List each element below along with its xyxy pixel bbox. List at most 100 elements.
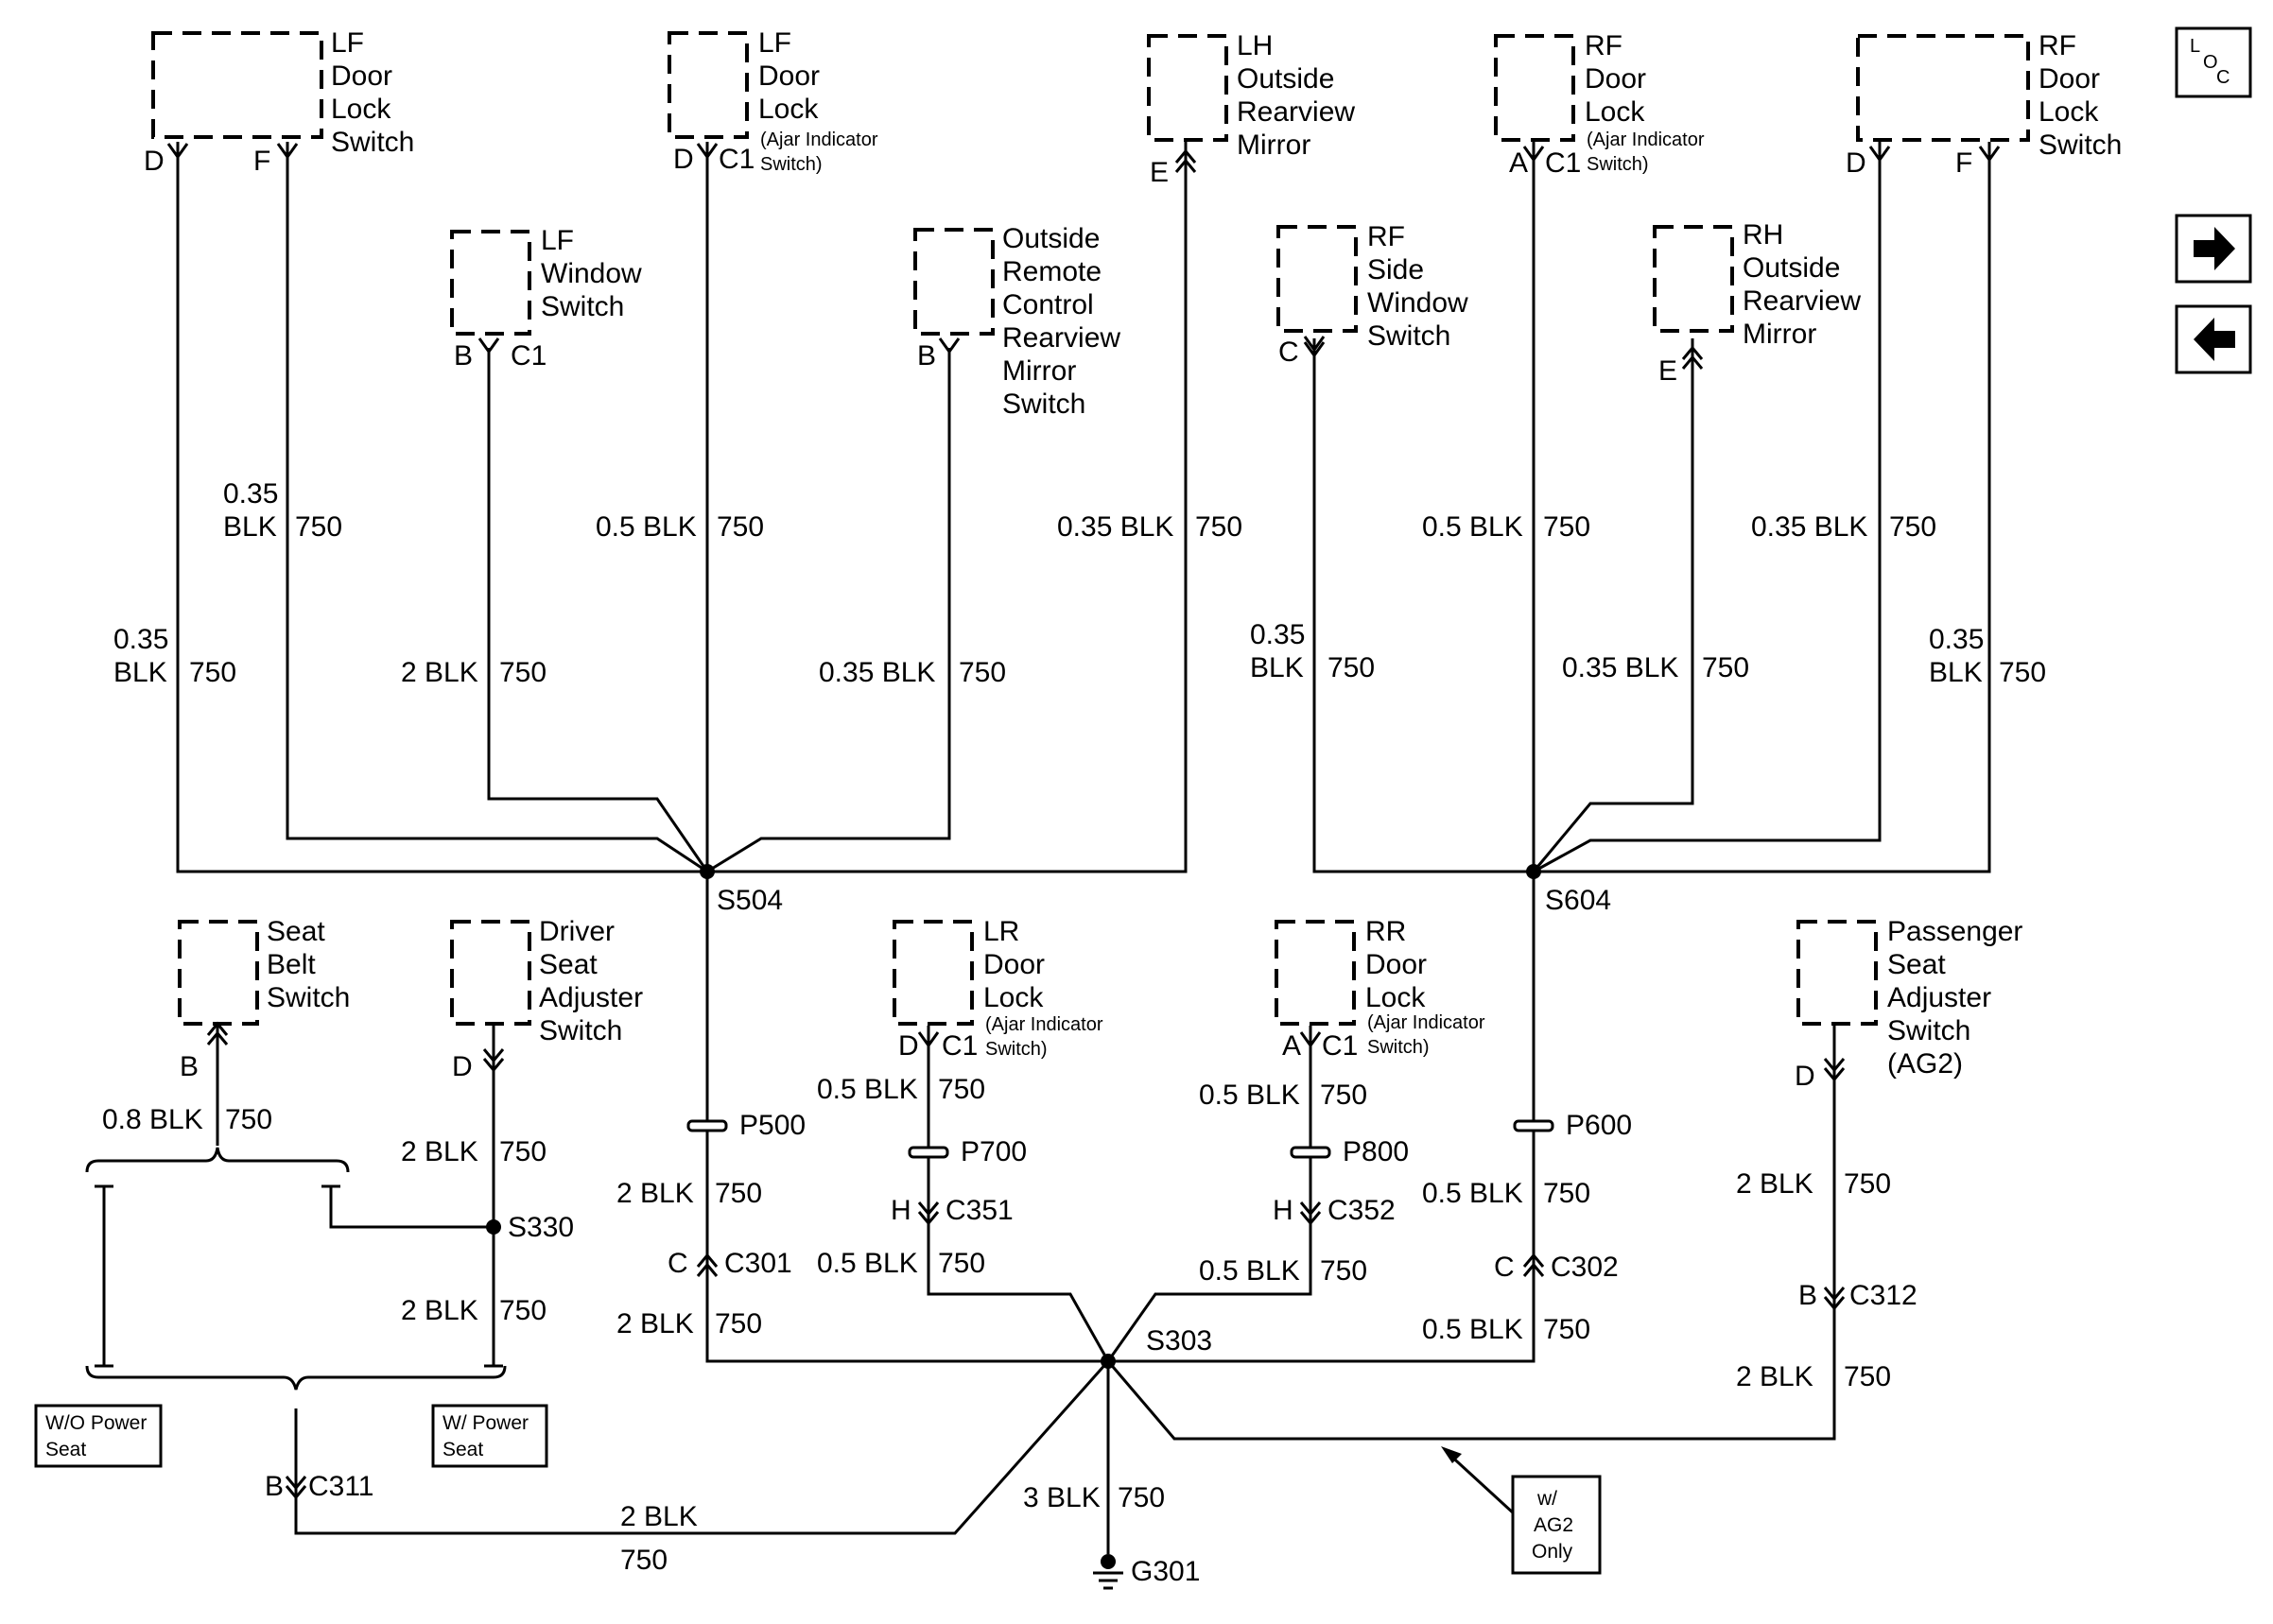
diagram-label: Seat	[1887, 949, 1946, 980]
diagram-label: Only	[1532, 1541, 1573, 1563]
diagram-label: LF	[541, 225, 574, 256]
pin-label: B	[917, 340, 936, 371]
diagram-label: Door	[758, 60, 820, 92]
pin-label: C1	[1322, 1030, 1358, 1062]
lf-door-lock-switch: LF Door Lock Switch D F	[144, 27, 414, 177]
diagram-label: Mirror	[1002, 355, 1076, 387]
diagram-label: 0.5 BLK	[1199, 1080, 1300, 1111]
splice-s330	[486, 1219, 501, 1235]
diagram-label: Outside	[1237, 63, 1334, 95]
rf-side-window-switch: RF Side Window Switch C	[1276, 221, 1468, 368]
pin-label: A	[1509, 147, 1528, 179]
ground-g301: 3 BLK 750 G301	[1023, 1482, 1200, 1590]
pin-label: E	[1658, 355, 1677, 387]
diagram-label: Switch	[267, 982, 350, 1013]
next-page-button[interactable]	[2175, 214, 2252, 284]
lh-outside-rearview-mirror: LH Outside Rearview Mirror E	[1147, 30, 1355, 188]
diagram-label: C302	[1551, 1252, 1619, 1283]
diagram-label: Door	[2039, 63, 2100, 95]
diagram-label: C351	[946, 1195, 1014, 1226]
diagram-label: Lock	[758, 94, 819, 125]
diagram-label: 750	[499, 1136, 547, 1167]
diagram-label: BLK	[1929, 657, 1983, 688]
diagram-label: 750	[225, 1104, 272, 1135]
diagram-label: Seat	[442, 1439, 483, 1460]
diagram-label: Switch	[2039, 130, 2122, 161]
diagram-label: Rearview	[1237, 96, 1355, 128]
splice-s303	[1101, 1354, 1116, 1369]
diagram-label: 2 BLK	[1736, 1361, 1813, 1392]
previous-page-button[interactable]	[2175, 304, 2252, 374]
diagram-label: Side	[1367, 254, 1424, 285]
loc-letter-o: O	[2203, 52, 2218, 73]
driver-seat-adjuster-switch: Driver Seat Adjuster Switch D 2 BLK 750 …	[401, 916, 643, 1326]
diagram-label: C311	[308, 1471, 374, 1502]
pin-label: E	[1150, 157, 1169, 188]
arrow-left-icon	[2194, 318, 2235, 361]
splice-label-s330: S330	[508, 1212, 574, 1243]
pin-label: H	[1273, 1195, 1293, 1226]
diagram-label: 750	[620, 1545, 668, 1576]
pin-label: C	[1494, 1252, 1515, 1283]
diagram-label: Switch)	[760, 154, 823, 175]
diagram-label: 0.35	[1250, 619, 1305, 650]
diagram-label: Seat	[539, 949, 598, 980]
diagram-label: Door	[1585, 63, 1646, 95]
diagram-label: RF	[1367, 221, 1405, 252]
pin-label: C1	[1545, 147, 1581, 179]
diagram-label: P800	[1343, 1136, 1409, 1167]
diagram-label: 750	[499, 657, 547, 688]
diagram-label: Mirror	[1743, 319, 1816, 350]
diagram-label: Outside	[1002, 223, 1100, 254]
diagram-label: 750	[295, 511, 342, 543]
arrow-right-icon	[2194, 227, 2235, 270]
diagram-label: 750	[938, 1248, 985, 1279]
pin-label: B	[1798, 1280, 1817, 1311]
diagram-label: 750	[715, 1308, 762, 1339]
pin-label: F	[1955, 147, 1972, 179]
diagram-label: 750	[1889, 511, 1936, 543]
diagram-label: Seat	[45, 1439, 86, 1460]
diagram-label: 2 BLK	[401, 1136, 478, 1167]
diagram-label: Driver	[539, 916, 615, 947]
location-button[interactable]: L O C	[2175, 26, 2252, 98]
diagram-label: (Ajar Indicator	[985, 1014, 1103, 1035]
diagram-label: Passenger	[1887, 916, 2022, 947]
outside-remote-mirror-switch: Outside Remote Control Rearview Mirror S…	[913, 223, 1120, 420]
diagram-label: Switch)	[1367, 1037, 1430, 1058]
pin-label: C1	[511, 340, 547, 371]
diagram-label: 2 BLK	[401, 657, 478, 688]
pin-label: D	[144, 146, 165, 177]
diagram-label: Switch	[1887, 1015, 1970, 1046]
diagram-label: 0.5 BLK	[1199, 1255, 1300, 1287]
diagram-label: 750	[1999, 657, 2046, 688]
diagram-label: LR	[983, 916, 1019, 947]
diagram-label: P500	[739, 1110, 806, 1141]
diagram-label: 750	[1844, 1168, 1891, 1200]
diagram-label: RH	[1743, 219, 1783, 251]
diagram-label: C301	[724, 1248, 792, 1279]
diagram-label: RR	[1365, 916, 1406, 947]
diagram-label: 0.8 BLK	[102, 1104, 203, 1135]
rf-door-lock-switch: RF Door Lock Switch D F	[1846, 30, 2122, 179]
diagram-label: 750	[1118, 1482, 1165, 1513]
splice-s604	[1526, 864, 1541, 879]
diagram-label: 750	[1543, 1178, 1590, 1209]
diagram-label: Adjuster	[1887, 982, 1991, 1013]
diagram-label: BLK	[223, 511, 277, 543]
pin-label: D	[1846, 147, 1866, 179]
diagram-label: 0.35	[113, 624, 168, 655]
diagram-label: P600	[1566, 1110, 1632, 1141]
without-power-seat-box: W/O Power Seat	[34, 1404, 163, 1468]
diagram-label: LF	[331, 27, 364, 59]
diagram-label: Switch	[539, 1015, 622, 1046]
pin-label: D	[1795, 1061, 1815, 1092]
rr-door-lock: RR Door Lock (Ajar Indicator Switch) A C…	[1199, 916, 1485, 1287]
diagram-label: (Ajar Indicator	[1367, 1012, 1485, 1033]
diagram-label: Lock	[983, 982, 1044, 1013]
diagram-label: BLK	[1250, 652, 1304, 683]
splice-label-s504: S504	[717, 885, 783, 916]
diagram-label: 750	[715, 1178, 762, 1209]
diagram-label: 750	[959, 657, 1006, 688]
